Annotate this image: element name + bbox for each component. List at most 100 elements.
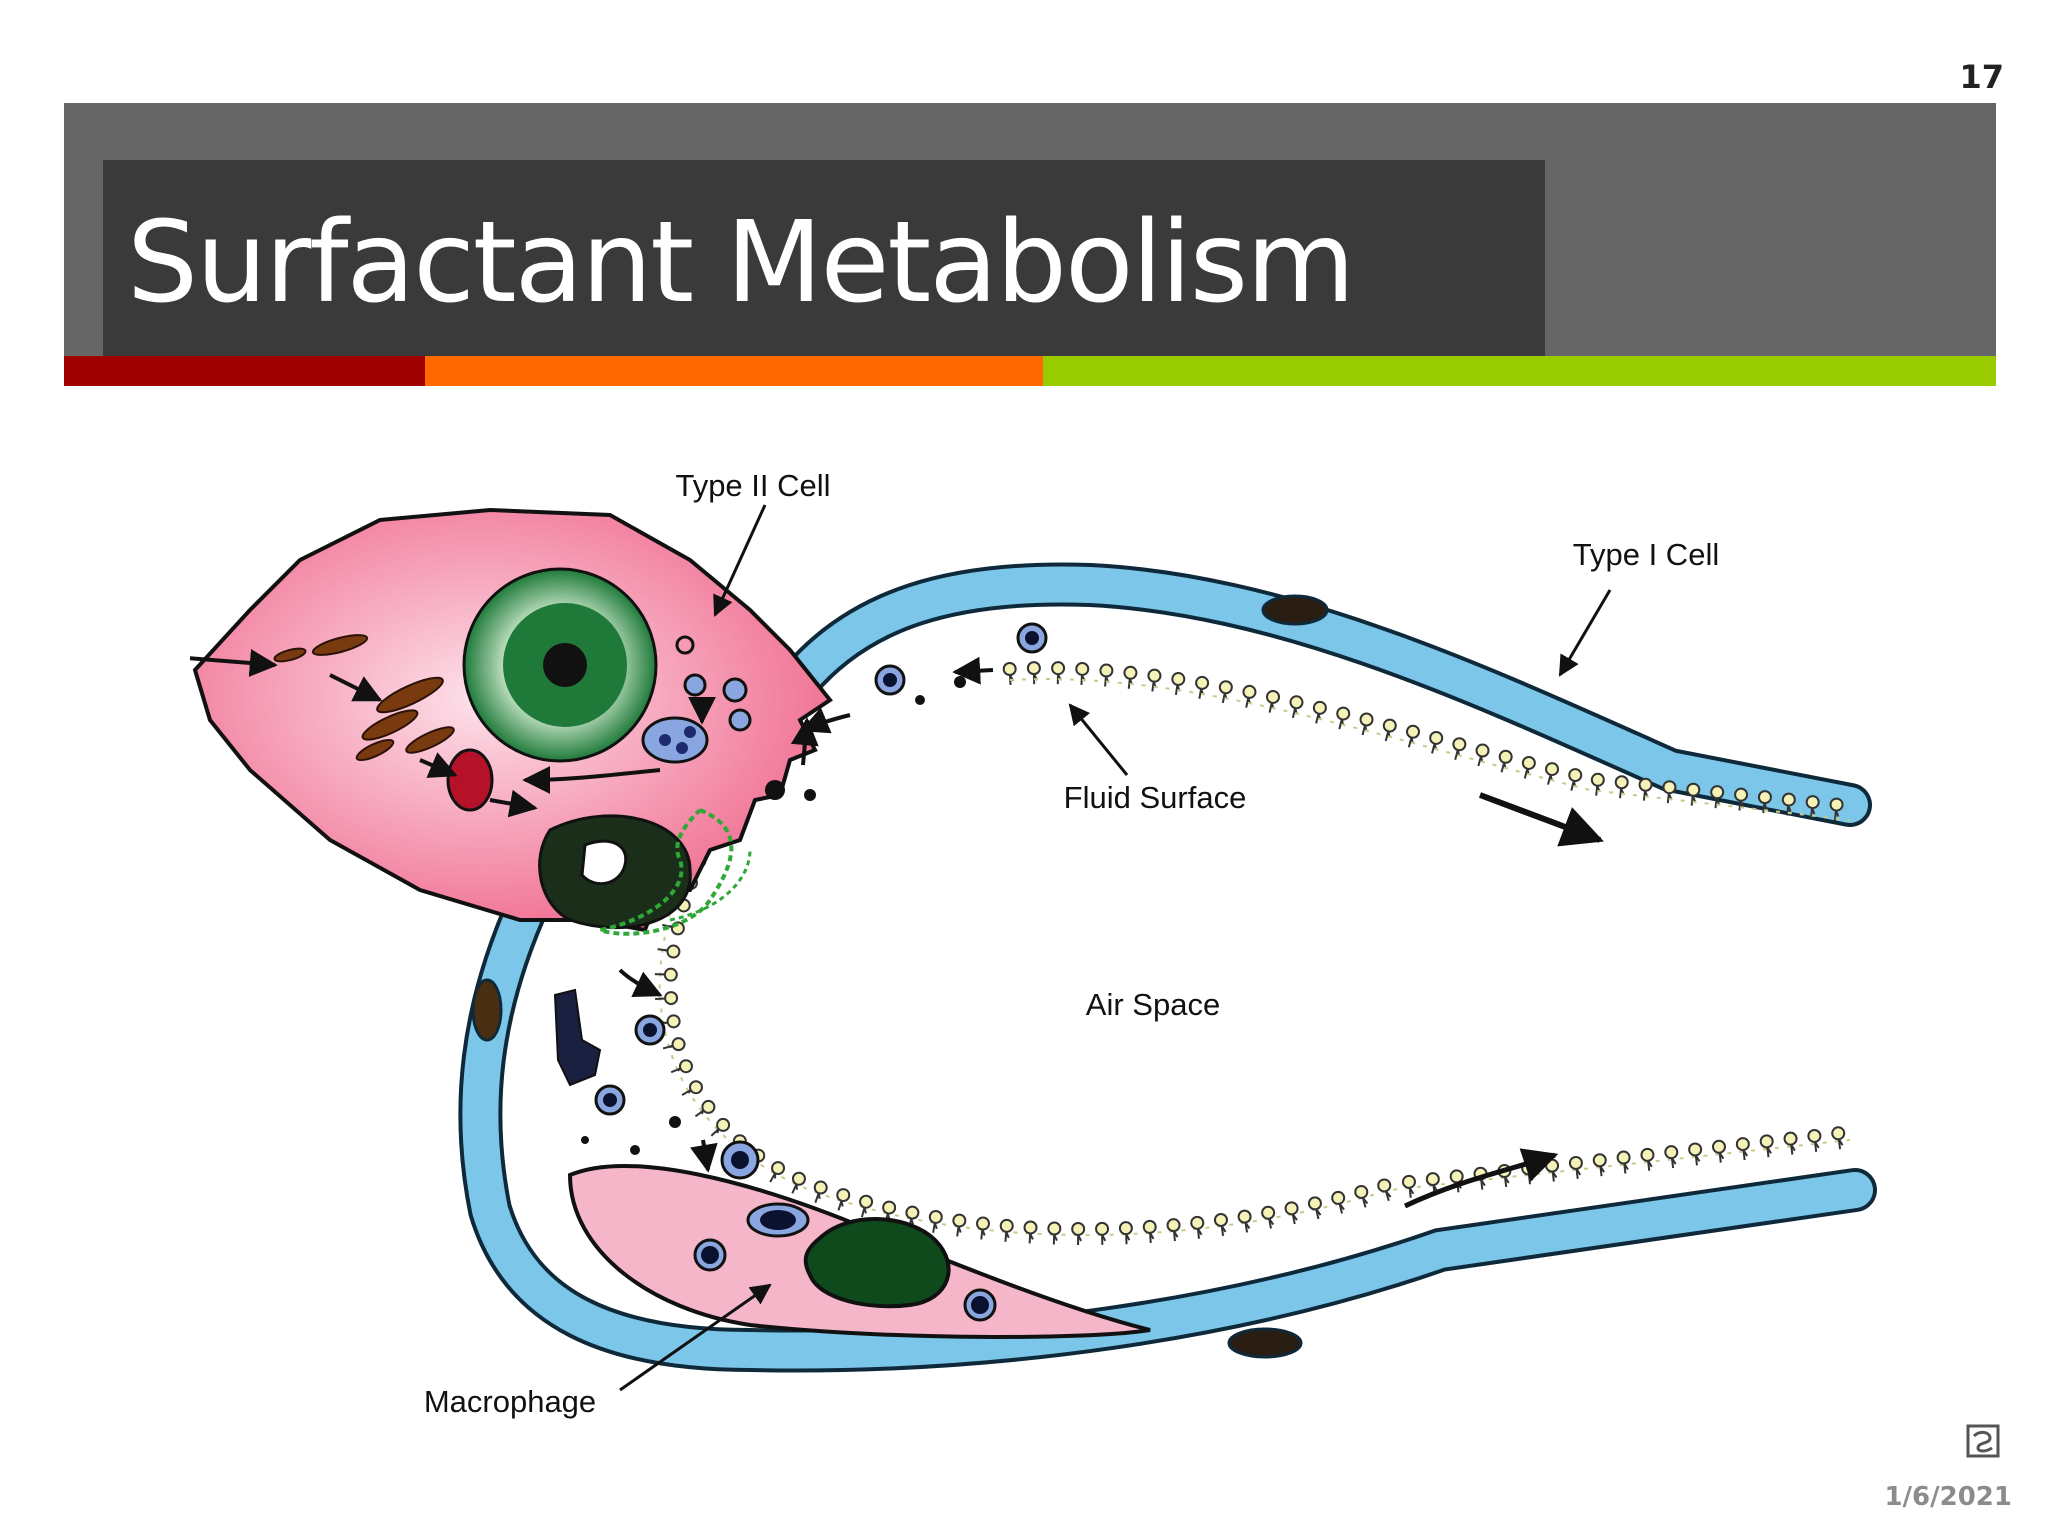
surfactant-tail [1647, 1160, 1653, 1171]
label-type1-cell: Type I Cell [1573, 537, 1719, 572]
surfactant-tail [662, 1044, 674, 1050]
type1-cell-lower [458, 878, 1877, 1373]
surfactant-head [1664, 1145, 1679, 1160]
surfactant-head [1095, 1221, 1110, 1236]
surfactant-tail [1666, 792, 1673, 804]
surfactant-head [1123, 665, 1138, 680]
surfactant-tail [1575, 1168, 1582, 1179]
surfactant-tail [769, 1172, 777, 1183]
vesicles [553, 622, 1048, 1180]
surfactant-tail [710, 1128, 720, 1137]
surfactant-tail [1196, 1228, 1203, 1239]
surfactant-tail [1149, 1232, 1155, 1243]
presentation-logo-icon [1966, 1424, 2000, 1458]
surfactant-head [1831, 1126, 1846, 1141]
surfactant-tail [791, 1183, 798, 1194]
surfactant-head [1568, 1155, 1583, 1170]
surfactant-head [1401, 1174, 1416, 1189]
title-box: Surfactant Metabolism [103, 160, 1545, 358]
surfactant-head [1307, 1196, 1322, 1211]
surfactant-head [1237, 1209, 1252, 1224]
surfactant-head [813, 1180, 828, 1195]
surfactant-head [663, 967, 678, 982]
surfactant-head [1452, 737, 1467, 752]
surfactant-head [975, 1216, 990, 1231]
surfactant-head [1331, 1190, 1346, 1205]
surfactant-head [1075, 661, 1090, 676]
surfactant-tail [1504, 1176, 1510, 1188]
surfactant-head [791, 1171, 806, 1186]
surfactant-head [952, 1213, 967, 1228]
surfactant-tail [980, 1229, 986, 1240]
surfactant-tail [1384, 1190, 1392, 1202]
surfactant-tail [1814, 1141, 1820, 1152]
surfactant-tail [1790, 1144, 1796, 1155]
surfactant-head [1336, 706, 1351, 721]
surfactant-tail [1220, 1225, 1227, 1236]
surfactant-head [716, 1117, 731, 1132]
surfactant-head [1734, 787, 1749, 802]
surfactant-head [1051, 661, 1066, 676]
surfactant-head [1312, 700, 1327, 715]
surfactant-tail [657, 948, 668, 952]
surfactant-head [1710, 785, 1725, 800]
surfactant-head [1545, 1158, 1560, 1173]
surfactant-tail [1670, 1157, 1677, 1169]
surfactant-head [1382, 718, 1397, 733]
surfactant-tail [1623, 1162, 1629, 1174]
surfactant-head [1616, 1150, 1631, 1165]
macrophage-cell [567, 1164, 1151, 1339]
surfactant-tail [860, 1207, 867, 1218]
surfactant-head [1757, 790, 1772, 805]
label-pointers [619, 504, 1612, 1392]
surfactant-tail [1527, 1173, 1534, 1185]
surfactant-head [1195, 675, 1210, 690]
accent-bar-green [1043, 356, 1996, 386]
surfactant-head [1171, 672, 1186, 687]
surfactant-head [1425, 1172, 1440, 1187]
surfactant-head [905, 1205, 920, 1220]
surfactant-tail [1694, 1154, 1701, 1166]
surfactant-head [1405, 724, 1420, 739]
surfactant-tail [932, 1222, 938, 1233]
surfactant-head [1118, 1221, 1133, 1236]
surfactant-head [1261, 1205, 1276, 1220]
surfactant-tail [1173, 1230, 1179, 1242]
surfactant-head [999, 1218, 1014, 1233]
surfactant-head [1521, 755, 1536, 770]
surfactant-head [688, 1080, 703, 1095]
surfactant-tail [837, 1200, 844, 1211]
surfactant-head [678, 1059, 693, 1074]
surfactant-tail [1338, 1203, 1345, 1214]
surfactant-tail [1766, 1146, 1772, 1158]
surfactant-head [859, 1194, 874, 1209]
surfactant-tail [670, 1067, 682, 1074]
surfactant-head [1592, 1153, 1607, 1168]
surfactant-diagram: Type II Cell Type I Cell Fluid Surface A… [190, 468, 1877, 1419]
surfactant-head [1359, 712, 1374, 727]
surfactant-head [1284, 1201, 1299, 1216]
surfactant-head [928, 1209, 943, 1224]
surfactant-tail [1551, 1171, 1558, 1182]
surfactant-head [1071, 1221, 1086, 1236]
surfactant-head [1354, 1184, 1369, 1199]
surfactant-head [1545, 762, 1560, 777]
surfactant-tail [956, 1226, 962, 1237]
surfactant-tail [1028, 1233, 1034, 1244]
surfactant-head [1142, 1219, 1157, 1234]
surfactant-head [836, 1188, 851, 1203]
surfactant-head [1213, 1212, 1228, 1227]
surfactant-head [1498, 749, 1513, 764]
surfactant-head [666, 944, 681, 959]
surfactant-tail [1742, 1149, 1749, 1161]
surfactant-head [1759, 1134, 1774, 1149]
accent-bar-orange [425, 356, 1043, 386]
label-air-space: Air Space [1086, 987, 1220, 1022]
surfactant-tail [1125, 1233, 1131, 1245]
surfactant-head [1429, 730, 1444, 745]
surfactant-head [1590, 772, 1605, 787]
surfactant-head [1686, 782, 1701, 797]
surfactant-tail [1315, 1208, 1322, 1220]
flow-arrows [190, 649, 1604, 1209]
surfactant-head [671, 1037, 686, 1052]
